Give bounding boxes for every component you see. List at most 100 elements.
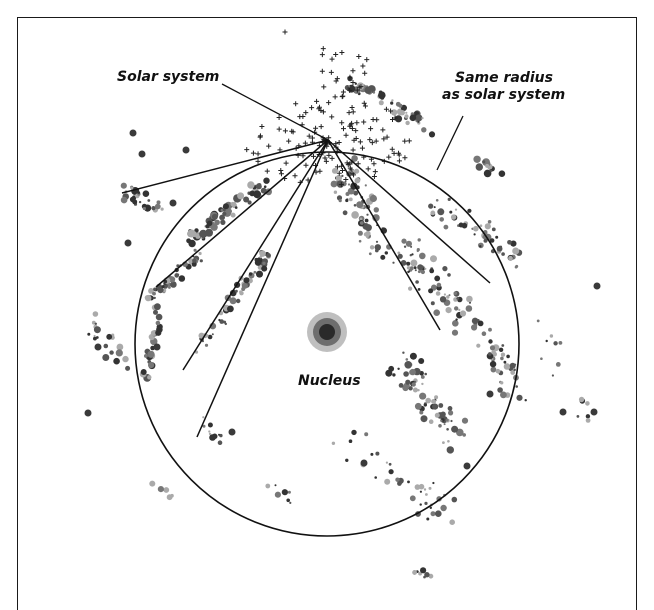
cloud-blob: [360, 459, 368, 467]
cloud-blob: [430, 255, 437, 263]
cloud-blob: [471, 317, 479, 325]
cloud-blob: [398, 383, 404, 388]
cloud-blob: [109, 350, 114, 355]
star-mark: [309, 135, 315, 141]
cloud-blob: [380, 254, 386, 260]
cloud-blob: [429, 268, 435, 274]
cloud-blob: [445, 418, 449, 422]
cloud-blob: [409, 114, 417, 122]
cloud-blob: [247, 200, 252, 205]
cloud-blob: [419, 252, 426, 260]
star-mark: [351, 137, 357, 143]
cloud-blob: [341, 174, 344, 177]
cloud-blob: [447, 197, 451, 201]
cloud-blob: [218, 433, 220, 436]
solar-radius-circle: [134, 151, 520, 537]
cloud-blob: [192, 258, 197, 263]
cloud-blob: [549, 334, 554, 338]
cloud-blob: [395, 477, 400, 482]
cloud-blob: [152, 291, 156, 296]
cloud-blob: [410, 245, 413, 248]
cloud-blob: [438, 403, 444, 408]
cloud-blob: [409, 495, 416, 502]
cloud-blob: [417, 389, 420, 392]
cloud-blob: [190, 231, 197, 238]
cloud-blob: [375, 248, 379, 253]
cloud-blob: [163, 487, 170, 493]
cloud-blob: [402, 351, 405, 354]
cloud-blob: [228, 428, 236, 436]
star-mark: [371, 173, 377, 179]
star-mark: [276, 114, 282, 120]
nucleus-marker: [307, 312, 347, 352]
cloud-blob: [417, 288, 421, 291]
cloud-blob: [420, 567, 427, 574]
cloud-blob: [436, 282, 442, 288]
cloud-blob: [448, 294, 451, 297]
star-mark: [333, 51, 339, 57]
cloud-blob: [409, 352, 417, 360]
cloud-blob: [93, 336, 97, 341]
cloud-blob: [369, 194, 377, 203]
cloud-blob: [149, 480, 156, 487]
star-mark: [396, 158, 402, 164]
cloud-blob: [458, 308, 461, 311]
cloud-blob: [106, 333, 113, 340]
cloud-blob: [497, 387, 503, 393]
cloud-blob: [418, 571, 422, 576]
cloud-blob: [419, 490, 422, 493]
star-mark: [334, 76, 340, 82]
cloud-blob: [253, 270, 257, 274]
cloud-blob: [555, 362, 561, 367]
cloud-blob: [230, 201, 235, 207]
cloud-blob: [236, 298, 241, 304]
cloud-blob: [351, 155, 358, 162]
star-mark: [361, 100, 367, 106]
cloud-blob: [417, 270, 421, 274]
cloud-blob: [551, 374, 555, 377]
cloud-blob: [458, 222, 464, 228]
star-mark: [346, 110, 352, 116]
cloud-blob: [263, 177, 270, 184]
star-mark: [264, 168, 270, 174]
cloud-blob: [399, 110, 405, 116]
cloud-blob: [413, 266, 417, 270]
cloud-blob: [397, 253, 403, 259]
star-mark: [293, 101, 299, 107]
star-mark: [303, 162, 309, 168]
star-mark: [259, 124, 265, 130]
sight-line: [196, 139, 329, 438]
cloud-blob: [208, 432, 212, 436]
cloud-blob: [372, 91, 376, 94]
cloud-blob: [219, 214, 226, 221]
cloud-blob: [398, 103, 403, 108]
cloud-blob: [194, 350, 199, 354]
cloud-blob: [243, 196, 250, 203]
star-mark: [356, 54, 362, 60]
cloud-blob: [417, 264, 424, 271]
star-mark: [389, 146, 395, 152]
cloud-blob: [235, 289, 238, 293]
star-mark: [354, 87, 360, 93]
star-mark: [355, 161, 361, 167]
cloud-blob: [430, 301, 435, 306]
cloud-blob: [230, 212, 236, 218]
cloud-blob: [160, 207, 164, 211]
cloud-blob: [370, 452, 374, 456]
cloud-blob: [408, 386, 413, 391]
cloud-blob: [176, 273, 180, 276]
cloud-blob: [536, 319, 540, 323]
star-mark: [340, 89, 346, 95]
cloud-blob: [413, 380, 416, 383]
cloud-blob: [219, 319, 224, 324]
cloud-blob: [274, 484, 277, 487]
cloud-blob: [419, 410, 424, 415]
star-mark: [329, 56, 335, 62]
cloud-blob: [401, 238, 407, 244]
same-radius-label-line1: Same radius: [455, 70, 553, 86]
cloud-blob: [374, 244, 381, 251]
cloud-blob: [248, 272, 253, 276]
cloud-blob: [593, 282, 601, 290]
star-mark: [292, 173, 298, 179]
cloud-blob: [237, 192, 245, 200]
